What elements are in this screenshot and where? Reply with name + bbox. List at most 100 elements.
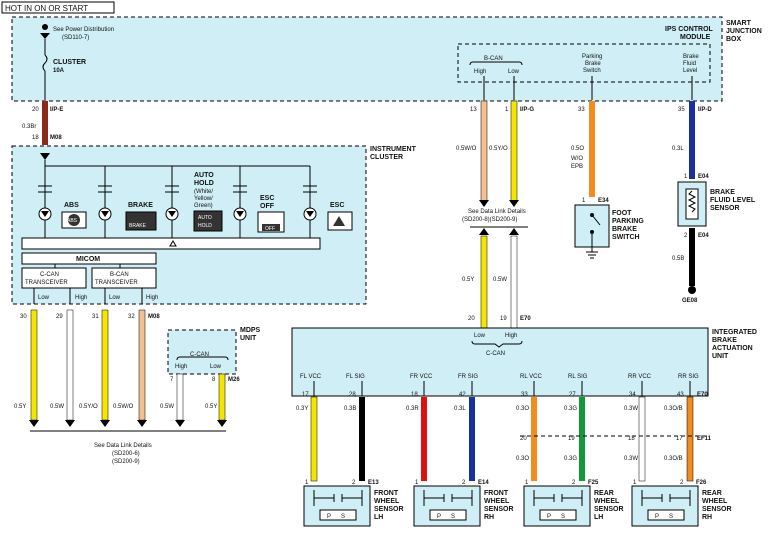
ibau-title-1: INTEGRATED — [712, 329, 757, 336]
fl-name-2: WHEEL — [374, 498, 400, 505]
auto-hold-color-1: (White/ — [194, 189, 213, 195]
fl-p1: 1 — [305, 480, 309, 486]
sensor-fr: 1 2 E14 P S FRONT WHEEL SENSOR RH — [413, 480, 514, 527]
wire-bcan-low — [510, 100, 518, 202]
ips-title-2: MODULE — [680, 34, 711, 41]
mdps-unit — [167, 329, 237, 375]
pin-18-fr: 18 — [411, 392, 418, 398]
fluid-label-3: Level — [683, 68, 697, 74]
wire-rr-sig — [686, 396, 694, 482]
rr-name-3: SENSOR — [702, 506, 732, 513]
lamp-group-1 — [38, 166, 52, 238]
pin-27: 27 — [569, 392, 576, 398]
rl-conn: F25 — [588, 480, 599, 486]
abs-badge: ABS — [67, 218, 78, 224]
wire-05wo-b: 0.5W/O — [113, 404, 134, 410]
bcan-low: Low — [508, 69, 520, 75]
fl-p2: 2 — [352, 480, 356, 486]
data-link-bot-2: (SD200-6) — [112, 451, 140, 457]
wire-05w-a: 0.5W — [50, 404, 64, 410]
wire-ibau-high — [510, 235, 518, 329]
bcan-brace — [469, 61, 523, 66]
bcan-high: High — [474, 69, 486, 75]
fl-name-4: LH — [374, 514, 383, 521]
ibau-ccan: C-CAN — [486, 351, 505, 357]
park-note-2: EPB — [571, 164, 583, 170]
wire-fluid-blue — [689, 101, 695, 179]
rl-vcc: RL VCC — [520, 374, 542, 380]
ibau-title-4: UNIT — [712, 353, 729, 360]
auto-hold-1: AUTO — [194, 172, 214, 179]
conn-e04-b: E04 — [698, 233, 709, 239]
pin-20: 20 — [32, 107, 39, 113]
conn-ibau-e70: E70 — [520, 316, 531, 322]
w-fl-sig: 0.3B — [344, 406, 356, 412]
sjb-title-2: JUNCTION — [726, 28, 762, 35]
smart-junction-box — [11, 16, 723, 102]
wire-ibau-low — [480, 235, 488, 329]
fluid-label-1: Brake — [683, 54, 699, 60]
wire-cluster-brown — [42, 101, 48, 145]
esc-off-2: OFF — [260, 203, 275, 210]
esc-label: ESC — [330, 202, 344, 209]
park-label-1: Parking — [582, 54, 602, 60]
park-label-3: Switch — [583, 68, 601, 74]
fluid-label-2: Fluid — [683, 61, 696, 67]
data-link-bot-1: See Data Link Details — [94, 443, 152, 449]
rr-s-label: S — [669, 514, 673, 520]
wire-ibau-05w: 0.5W — [493, 277, 507, 283]
pin-rl-v-mid: 20 — [520, 436, 527, 442]
rr-name-2: WHEEL — [702, 498, 728, 505]
pin-43: 43 — [677, 392, 684, 398]
fl-p-label: P — [327, 514, 331, 520]
fl-name-3: SENSOR — [374, 506, 404, 513]
wire-rr-vcc — [638, 396, 646, 482]
wire-cl-31 — [101, 309, 109, 421]
lamp-group-2 — [98, 166, 112, 238]
pin-33-top: 33 — [578, 107, 585, 113]
foot-switch-2: PARKING — [612, 218, 644, 225]
ips-module — [457, 43, 711, 83]
pin-35: 35 — [678, 107, 685, 113]
power-arrow — [40, 33, 50, 39]
w-rl-vcc: 0.3O — [516, 406, 529, 412]
power-ref: See Power Distribution — [53, 27, 114, 33]
cl-high-1: High — [75, 295, 87, 301]
ccan-trx-2: TRANSCEIVER — [25, 280, 68, 286]
pin-rr-v-mid: 18 — [628, 436, 635, 442]
brake-badge: BRAKE — [129, 223, 147, 229]
lamp-group-4 — [233, 166, 247, 238]
mw-rl-v: 0.3O — [516, 456, 529, 462]
foot-switch-4: SWITCH — [612, 234, 640, 241]
brake-icon — [125, 211, 157, 231]
wire-bcan-high — [480, 100, 488, 202]
bcan-label: B-CAN — [484, 56, 503, 62]
rl-p1: 1 — [525, 480, 529, 486]
wire-05o: 0.5O — [571, 146, 584, 152]
pin-1-e34: 1 — [582, 198, 586, 204]
mw-rr-s: 0.3O/B — [664, 456, 683, 462]
park-label-2: Brake — [585, 61, 601, 67]
wire-fr-vcc — [421, 397, 427, 481]
wire-05b: 0.5B — [672, 256, 684, 262]
pin-rr-s-mid: 17 — [676, 436, 683, 442]
brake-label: BRAKE — [128, 202, 153, 209]
fuse-name: CLUSTER — [53, 59, 86, 66]
conn-ipd: I/P-D — [698, 107, 712, 113]
power-node — [42, 24, 48, 30]
pin-42: 42 — [459, 392, 466, 398]
cluster-title-1: INSTRUMENT — [370, 146, 417, 153]
park-note-1: W/O — [571, 156, 583, 162]
conn-ipg: I/P-G — [520, 107, 534, 113]
rl-p-label: P — [547, 514, 551, 520]
rl-p2: 2 — [572, 480, 576, 486]
fuse-icon — [42, 54, 48, 72]
auto-hold-color-2: Yellow/ — [194, 196, 213, 202]
ibau-high: High — [505, 333, 517, 339]
sensor-rl: 1 2 F25 P S REAR WHEEL SENSOR LH — [523, 480, 624, 527]
pin-1-e04: 1 — [684, 174, 688, 180]
conn-e34: E34 — [598, 198, 609, 204]
fuse-rating: 10A — [53, 68, 65, 74]
fr-p2: 2 — [462, 480, 466, 486]
pin-34: 34 — [629, 392, 636, 398]
